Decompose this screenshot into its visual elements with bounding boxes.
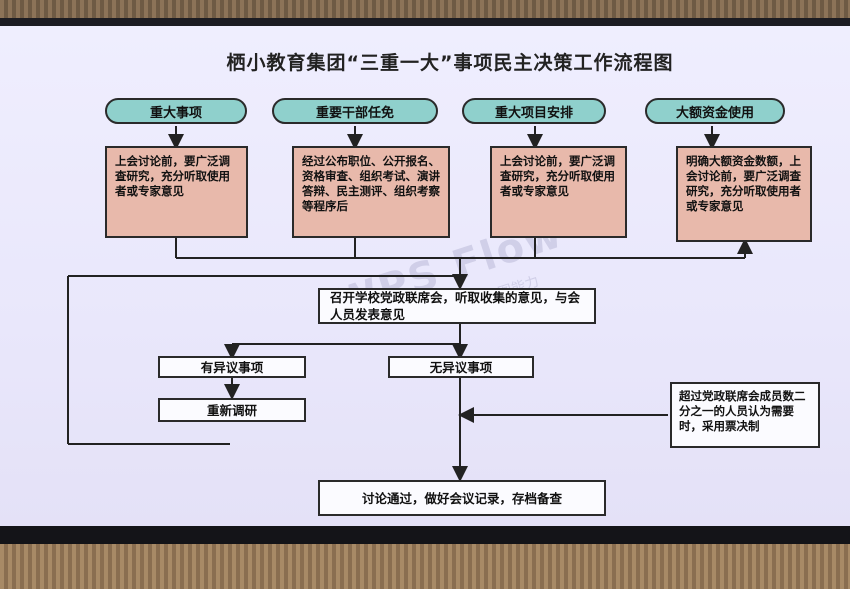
- screen-bezel-bottom: [0, 524, 850, 544]
- category-cadre-appointment: 重要干部任免: [272, 98, 438, 124]
- projection-screen: WPS Flow 让作图能力: [0, 26, 850, 526]
- desc-large-funds: 明确大额资金数额，上会讨论前，要广泛调查研究，充分听取使用者或专家意见: [676, 146, 812, 242]
- category-major-projects: 重大项目安排: [462, 98, 606, 124]
- screen-bezel-top: [0, 18, 850, 28]
- category-major-matters: 重大事项: [105, 98, 247, 124]
- objection-step: 有异议事项: [158, 356, 306, 378]
- no-objection-step: 无异议事项: [388, 356, 534, 378]
- diagram-title: 栖小教育集团“三重一大”事项民主决策工作流程图: [226, 52, 674, 74]
- final-step: 讨论通过，做好会议记录，存档备查: [318, 480, 606, 516]
- desc-major-projects: 上会讨论前，要广泛调查研究，充分听取使用者或专家意见: [490, 146, 627, 238]
- flow-connectors: [67, 126, 753, 482]
- reresearch-step: 重新调研: [158, 398, 306, 422]
- category-large-funds: 大额资金使用: [645, 98, 785, 124]
- meeting-step: 召开学校党政联席会，听取收集的意见，与会人员发表意见: [318, 288, 596, 324]
- desc-major-matters: 上会讨论前，要广泛调查研究，充分听取使用者或专家意见: [105, 146, 248, 238]
- vote-note: 超过党政联席会成员数二分之一的人员认为需要时，采用票决制: [670, 382, 820, 448]
- wooden-wall-bottom: [0, 540, 850, 589]
- desc-cadre-appointment: 经过公布职位、公开报名、资格审查、组织考试、演讲答辩、民主测评、组织考察等程序后: [292, 146, 450, 238]
